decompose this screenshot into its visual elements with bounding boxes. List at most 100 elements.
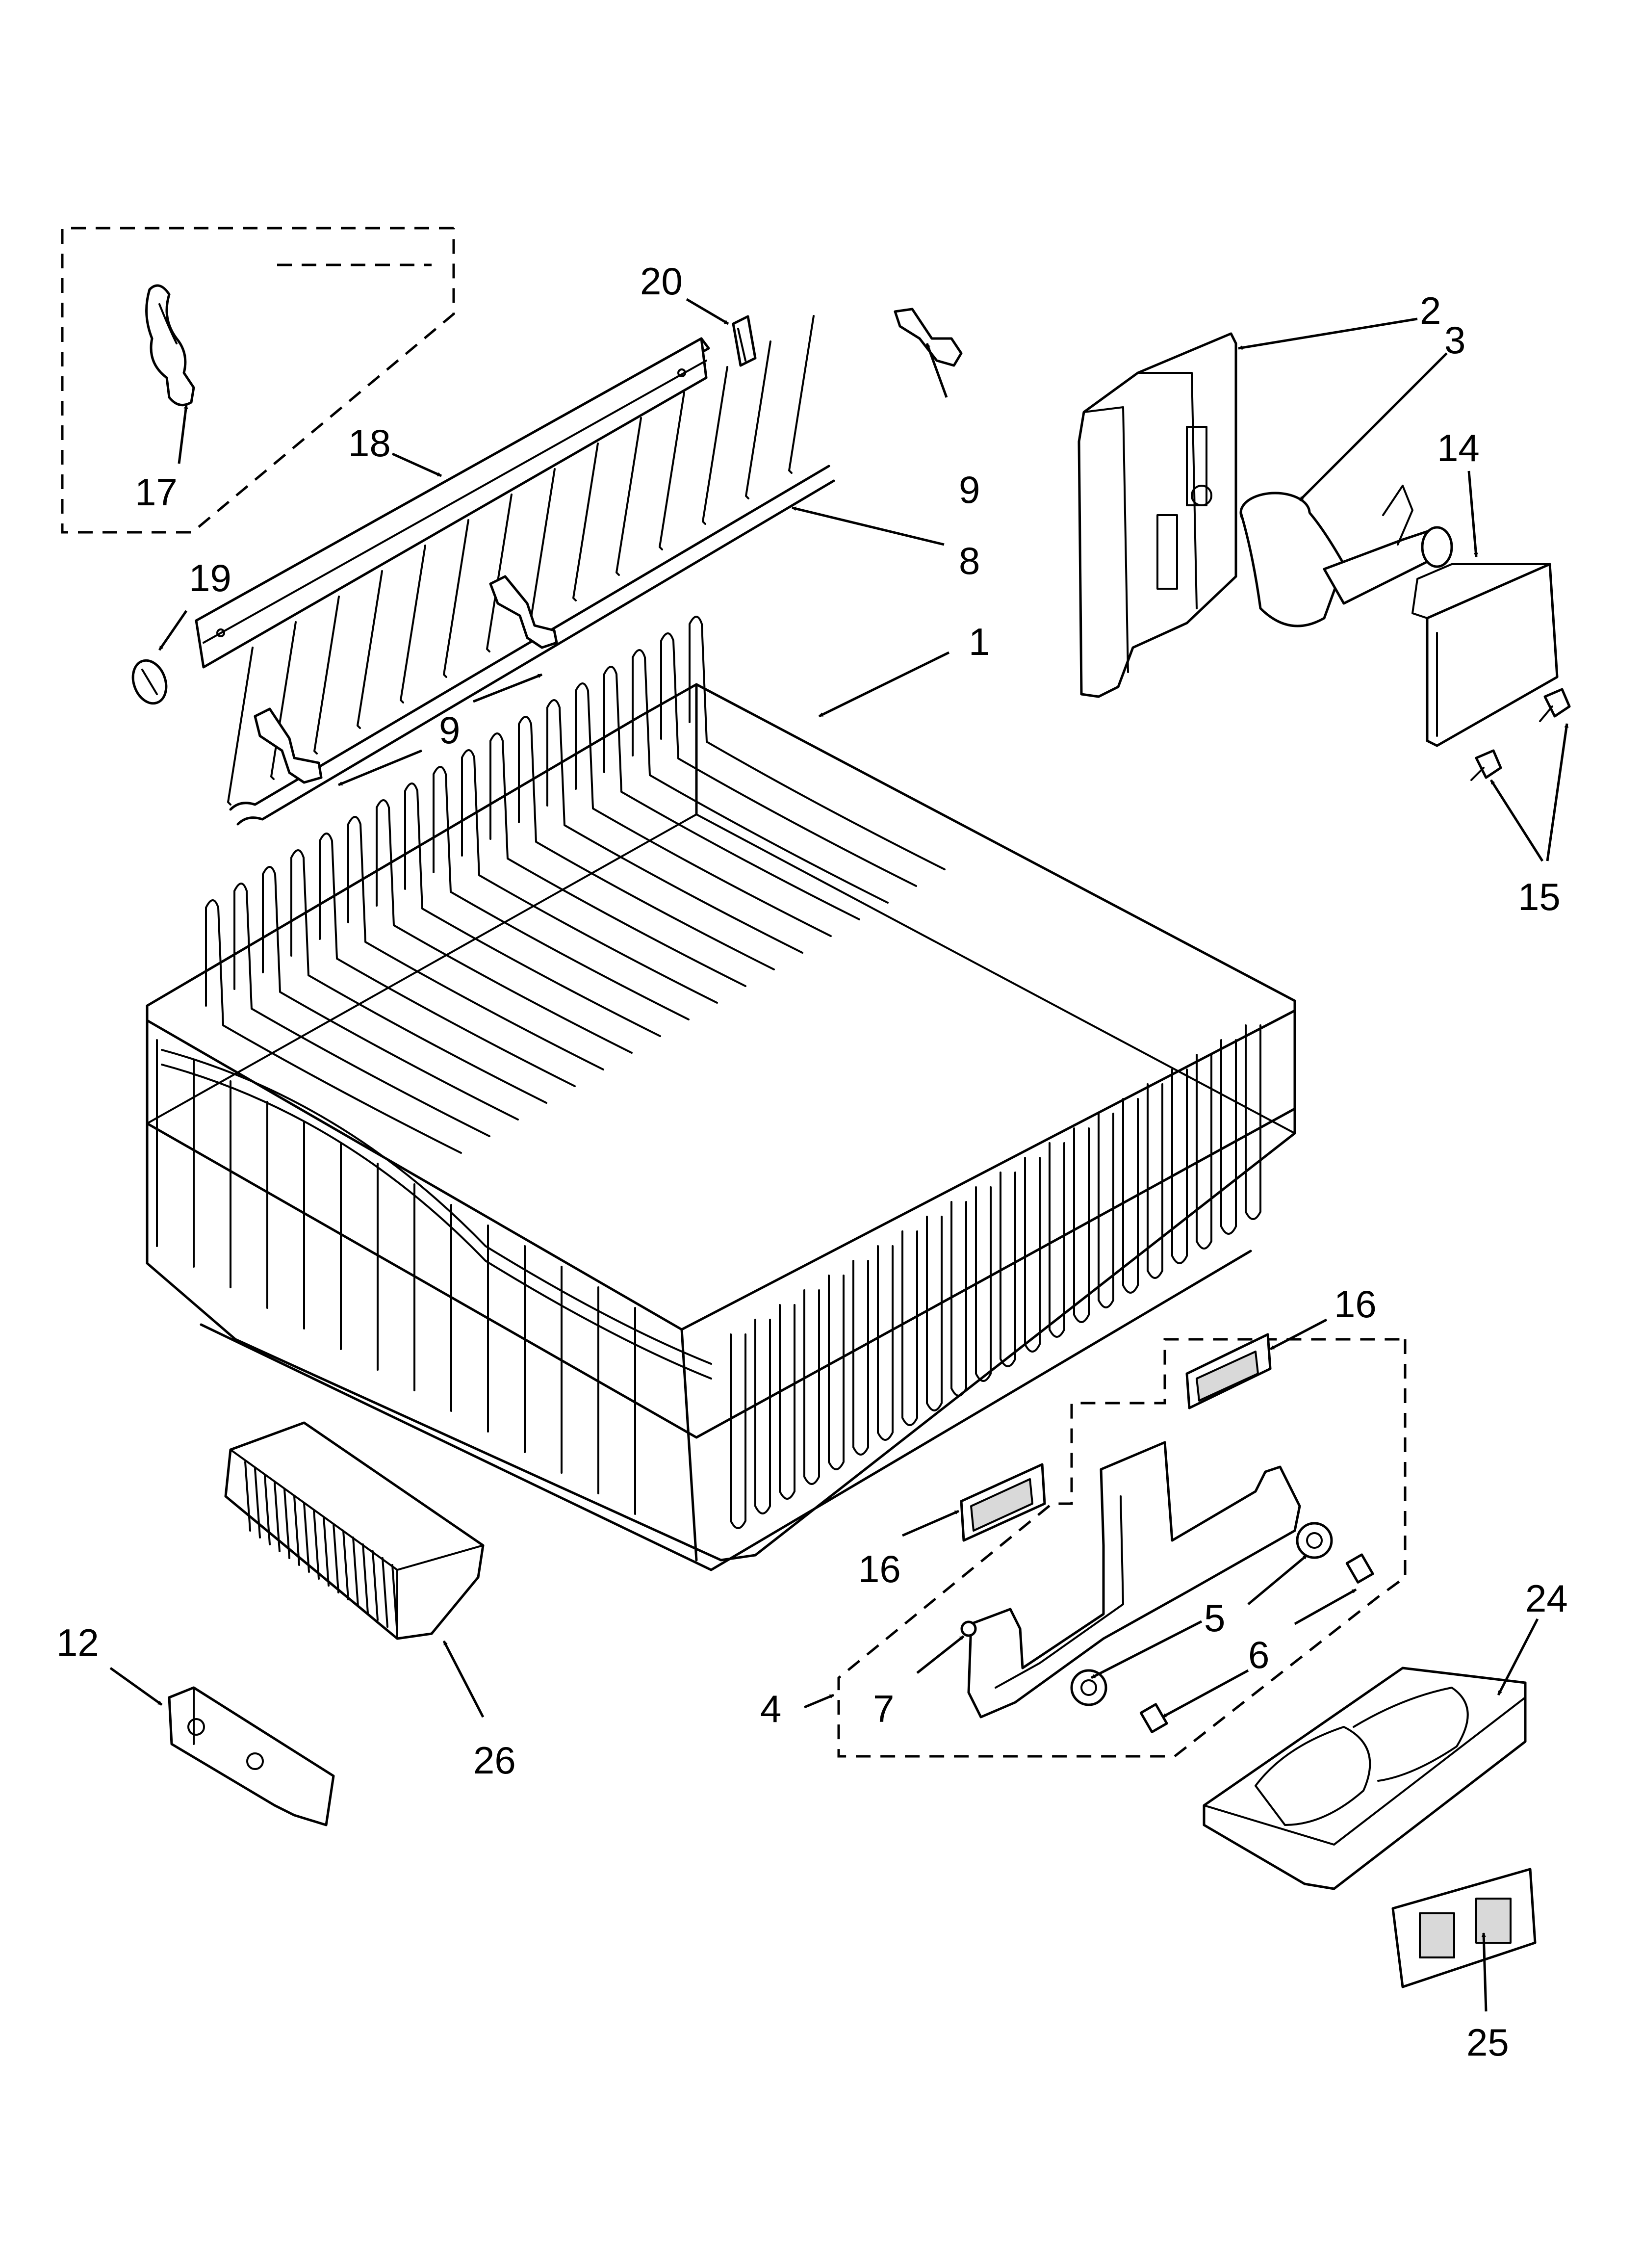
adjuster-housing-part-2	[1078, 332, 1237, 698]
basket-tine	[262, 866, 519, 1121]
shelf-tine	[616, 417, 642, 576]
basket-tine	[433, 766, 690, 1020]
basket-tine	[376, 799, 633, 1054]
basket26-wire	[293, 1495, 300, 1566]
basket26-wire	[323, 1516, 330, 1587]
basket-part-26	[224, 1421, 485, 1640]
hinge-part-9-top	[894, 308, 963, 367]
basket-front-wire	[828, 1275, 845, 1470]
callout-24: 24	[1525, 1577, 1568, 1620]
callout-16-lower: 16	[858, 1547, 901, 1590]
shelf-tine	[529, 468, 556, 627]
basket-front-wire	[1122, 1098, 1139, 1294]
basket-front-wire	[926, 1216, 943, 1411]
basket-front-wire	[1073, 1127, 1090, 1323]
callout-15: 15	[1518, 875, 1561, 918]
basket-front-wire	[730, 1333, 746, 1529]
callout-7: 7	[873, 1687, 894, 1730]
callout-1: 1	[969, 620, 990, 663]
basket26-wire	[372, 1550, 379, 1621]
clip-part-16-lower	[960, 1463, 1046, 1542]
basket-front-wire	[1000, 1172, 1016, 1367]
bracket-part-12	[168, 1686, 335, 1826]
hinge-part-9-low	[254, 707, 323, 784]
tray-part-24	[1203, 1667, 1527, 1890]
shelf-tine	[400, 545, 426, 704]
basket-tine	[290, 849, 547, 1104]
basket26-wire	[391, 1564, 398, 1635]
dashed-box-17	[61, 227, 455, 534]
hinge-part-9-mid	[489, 575, 558, 649]
shelf-tine	[486, 494, 513, 652]
basket-front-wire	[852, 1260, 869, 1456]
shelf-tine	[702, 366, 728, 525]
leader-lines	[109, 298, 1569, 2012]
basket-tine	[518, 716, 775, 970]
callout-6: 6	[1248, 1633, 1269, 1676]
basket26-wire	[254, 1468, 261, 1538]
callout-5: 5	[1204, 1596, 1225, 1640]
basket26-wire	[274, 1482, 281, 1552]
basket-front-wire	[1220, 1039, 1237, 1235]
basket-front-wire	[1024, 1157, 1041, 1353]
shelf-tine	[227, 647, 254, 806]
callout-26: 26	[473, 1739, 516, 1782]
basket-front-wire	[1245, 1024, 1261, 1220]
basket-front-wire	[779, 1304, 795, 1500]
basket-tine	[546, 699, 803, 954]
callout-labels: 1 2 3 4 5 6 7 8 9 9 12 14 15 16 16 17 18…	[56, 260, 1568, 2064]
callout-14: 14	[1437, 426, 1480, 469]
basket-tine	[205, 899, 462, 1154]
basket-front-wire	[975, 1186, 992, 1382]
basket26-wire	[313, 1509, 320, 1580]
basket-tine	[489, 732, 746, 987]
basket26-wire	[244, 1461, 251, 1532]
shelf-tine	[788, 315, 815, 474]
callout-12: 12	[56, 1621, 99, 1664]
basket26-wire	[382, 1557, 388, 1628]
basket-front-wire	[1049, 1142, 1065, 1338]
basket-tine	[347, 816, 604, 1070]
basket-tine	[461, 749, 718, 1004]
clip-part-17	[145, 284, 195, 407]
callout-4: 4	[760, 1687, 781, 1730]
shelf-tine	[313, 596, 340, 755]
callout-2: 2	[1420, 289, 1441, 332]
basket-front-wire	[950, 1201, 967, 1397]
shelf-tine	[745, 340, 771, 499]
basket-tine	[632, 649, 889, 904]
cap-part-19	[131, 659, 168, 705]
callout-9-top: 9	[959, 468, 980, 511]
basket-front-wire	[803, 1289, 820, 1485]
callout-8: 8	[959, 539, 980, 582]
shelf-tine	[357, 570, 383, 729]
basket26-wire	[342, 1530, 349, 1600]
shelf-tine	[443, 519, 469, 678]
basket26-wire	[264, 1475, 271, 1545]
callout-3: 3	[1444, 318, 1465, 362]
basket-front-wire	[1171, 1069, 1188, 1264]
callout-18: 18	[348, 421, 391, 465]
rack-basket-part-1	[146, 616, 1296, 1571]
callout-9-mid: 9	[439, 708, 460, 752]
clip-part-20	[732, 315, 757, 367]
shelf-tine	[270, 621, 297, 780]
basket-tine	[233, 883, 490, 1137]
shelf-tine	[659, 391, 685, 550]
basket-front-wire	[1196, 1054, 1212, 1250]
basket26-wire	[283, 1488, 290, 1559]
screw-part-15-a	[1539, 688, 1571, 722]
screw-part-15-b	[1470, 749, 1502, 781]
basket-front-wire	[877, 1245, 894, 1441]
basket26-wire	[303, 1502, 310, 1573]
callout-25: 25	[1466, 2021, 1509, 2064]
callout-19: 19	[189, 556, 231, 600]
cup-shelf-part-8	[227, 315, 835, 826]
shelf-tine	[572, 443, 599, 601]
basket-tine	[404, 782, 661, 1037]
callout-17: 17	[135, 470, 178, 514]
basket-tine	[603, 666, 860, 920]
dashed-box-4	[837, 1338, 1407, 1758]
basket-front-wire	[1147, 1083, 1163, 1279]
basket26-wire	[333, 1523, 339, 1593]
